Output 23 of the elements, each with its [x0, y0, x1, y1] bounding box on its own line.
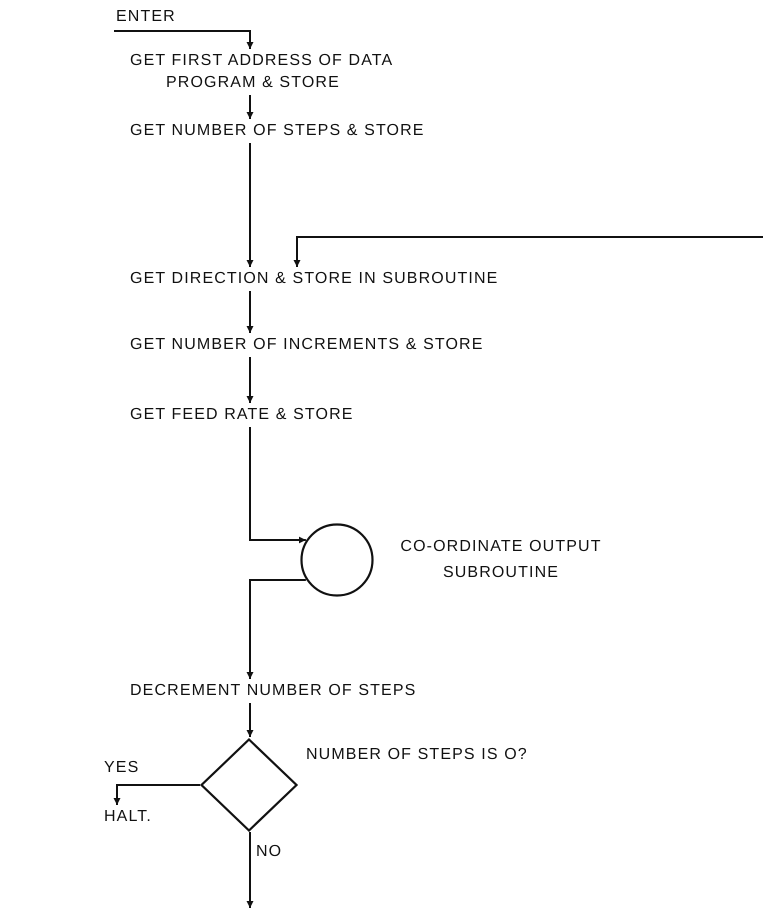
step-text: HALT.	[104, 806, 152, 828]
flow-arrow	[246, 703, 254, 737]
flow-arrow	[246, 291, 254, 333]
flow-arrow	[246, 143, 254, 267]
step-text: GET NUMBER OF STEPS & STORE	[130, 120, 425, 142]
flow-arrow	[249, 427, 306, 544]
step-text: GET FEED RATE & STORE	[130, 404, 354, 426]
decision-diamond	[200, 738, 298, 832]
step-text: GET DIRECTION & STORE IN SUBROUTINE	[130, 268, 498, 290]
flow-arrow	[246, 579, 306, 679]
step-text: GET NUMBER OF INCREMENTS & STORE	[130, 334, 484, 356]
step-text: GET FIRST ADDRESS OF DATA PROGRAM & STORE	[130, 50, 470, 94]
step-text: DECREMENT NUMBER OF STEPS	[130, 680, 416, 702]
flow-arrow	[246, 357, 254, 403]
flow-arrow	[246, 832, 254, 908]
flow-arrow	[114, 30, 254, 49]
flow-arrow	[246, 95, 254, 119]
flow-arrow	[294, 236, 763, 267]
flow-arrow	[114, 784, 200, 805]
subroutine-circle	[300, 523, 374, 597]
node-caption: NUMBER OF STEPS IS O?	[306, 745, 528, 765]
node-caption: CO-ORDINATE OUTPUT SUBROUTINE	[399, 537, 603, 583]
step-text: ENTER	[116, 6, 176, 28]
